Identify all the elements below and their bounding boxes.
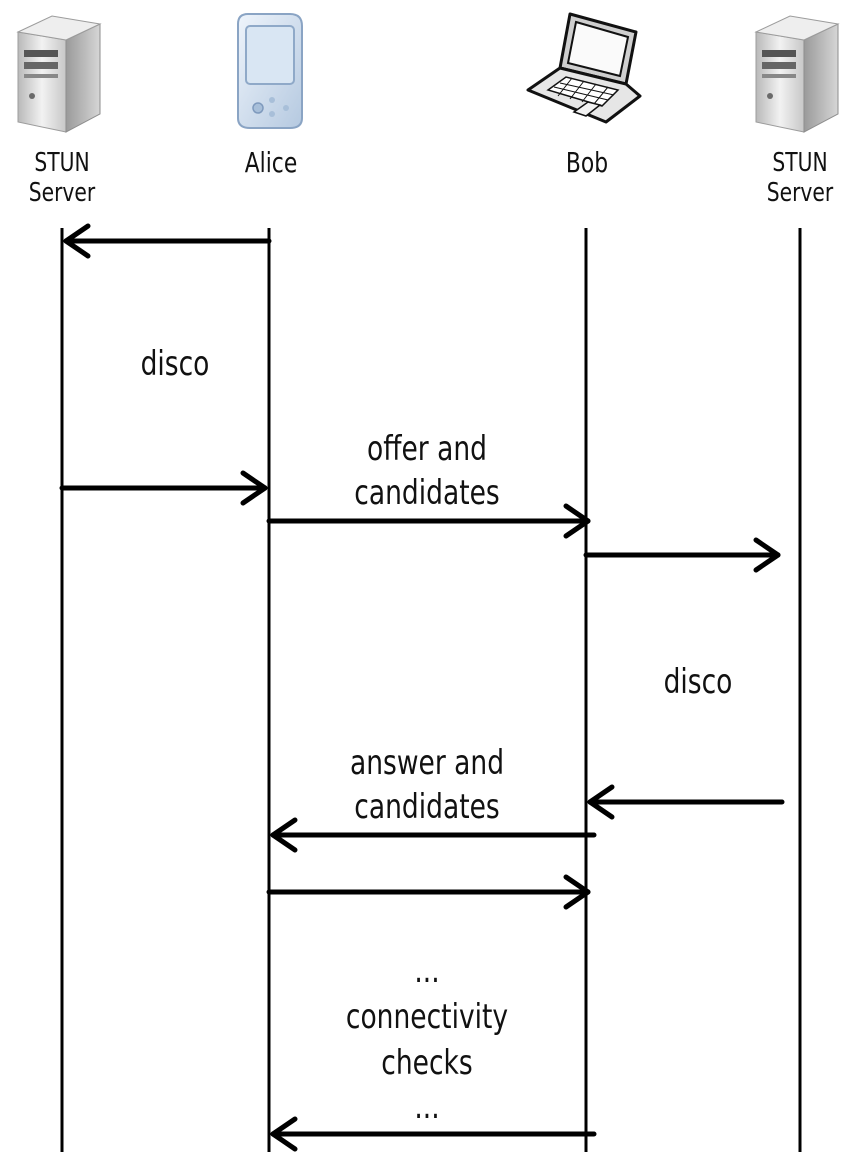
actor-label-line2: Server: [28, 178, 96, 208]
note-line: checks: [381, 1043, 473, 1083]
message-arrow: [266, 503, 591, 539]
note-text: disco: [663, 662, 733, 702]
actor-label-line1: STUN: [34, 148, 90, 178]
actor-label-bob: Bob: [536, 148, 637, 178]
actor-label-line2: Server: [766, 178, 834, 208]
note-connectivity-checks: ... connectivity checks ...: [341, 948, 513, 1130]
actor-label-line1: Alice: [244, 146, 298, 179]
message-arrow: [583, 537, 781, 573]
message-arrow: [270, 817, 597, 853]
note-line: offer and: [366, 429, 488, 469]
actor-label-stun-right: STUN Server: [753, 148, 845, 208]
actor-label-alice: Alice: [220, 148, 321, 178]
message-arrow: [59, 470, 268, 506]
note-line: answer and: [349, 743, 505, 783]
message-arrow: [266, 874, 591, 910]
note-ellipsis-top: ...: [414, 951, 440, 991]
note-answer-and-candidates: answer and candidates: [349, 741, 505, 829]
server-icon: [754, 15, 840, 133]
message-arrow: [63, 223, 272, 259]
message-arrow: [270, 1116, 597, 1152]
server-icon: [16, 15, 102, 133]
note-disco-left: disco: [113, 342, 238, 386]
actor-label-line1: Bob: [565, 146, 609, 179]
laptop-icon: [526, 12, 642, 124]
note-text: disco: [140, 344, 210, 384]
note-offer-and-candidates: offer and candidates: [349, 427, 505, 515]
pda-icon: [237, 13, 303, 129]
message-arrow: [587, 784, 785, 820]
actor-label-stun-left: STUN Server: [15, 148, 109, 208]
actor-label-line1: STUN: [772, 148, 828, 178]
note-disco-right: disco: [636, 660, 761, 704]
note-line: candidates: [354, 473, 500, 513]
note-line: connectivity: [345, 997, 509, 1037]
note-line: candidates: [354, 787, 500, 827]
note-ellipsis-bottom: ...: [414, 1087, 440, 1127]
